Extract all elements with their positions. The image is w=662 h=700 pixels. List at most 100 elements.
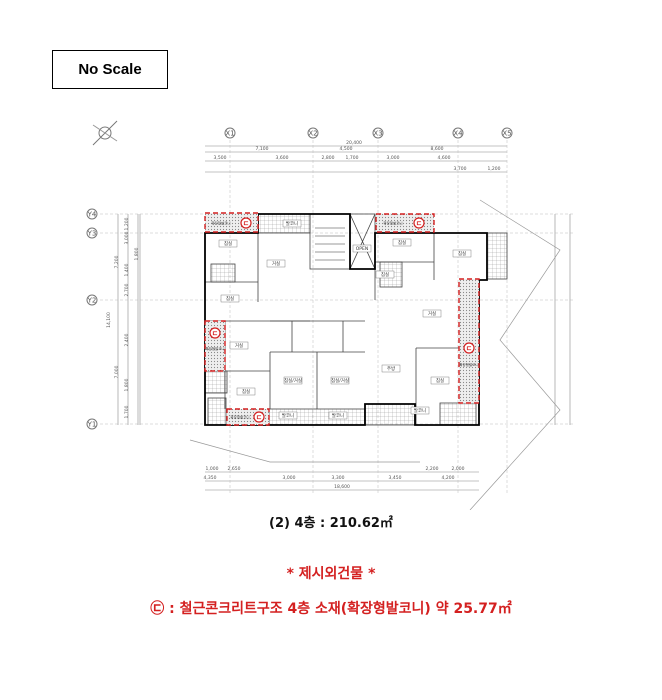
dimension-label: 7,000 <box>114 365 120 378</box>
annex-marker-label: ㄷ <box>416 220 422 228</box>
site-boundary-line <box>189 439 420 463</box>
dimension-label: 8,600 <box>431 146 444 152</box>
dimension-label: 1,000 <box>206 466 219 472</box>
grid-marker <box>307 127 319 139</box>
grid-label-y: Y4 <box>87 211 97 219</box>
dimension-label: 14,100 <box>106 312 112 328</box>
balcony-label: 확장형발코니 <box>230 415 249 420</box>
balcony-label: 확장형발코니 <box>205 346 224 351</box>
dimension-label: 3,600 <box>276 155 289 161</box>
room-label: 침실/거실 <box>331 377 349 384</box>
dimension-label: 1,200 <box>124 217 130 230</box>
room-label: 발코니 <box>414 407 426 414</box>
dimension-label: 3,500 <box>214 155 227 161</box>
grid-label-x: X2 <box>308 130 317 138</box>
dimension-label: 18,600 <box>334 484 350 490</box>
annex-building-note: ㉢ : 철근콘크리트구조 4층 소재(확장형발코니) 약 25.77㎡ <box>150 601 512 617</box>
grid-label-x: X1 <box>225 130 234 138</box>
room-label: 발코니 <box>332 412 344 419</box>
grid-label-y: Y3 <box>87 230 97 238</box>
annex-balcony-area: 확장형발코니 ㄷ <box>458 278 480 404</box>
grid-label-y: Y2 <box>87 297 97 305</box>
annex-balcony-area: 확장형발코니 ㄷ <box>204 212 259 233</box>
site-boundary-line <box>469 199 561 510</box>
grid-marker <box>86 208 98 220</box>
grid-label-x: X5 <box>502 130 511 138</box>
dimension-label: 1,800 <box>124 378 130 391</box>
stair-core <box>309 213 351 270</box>
annex-marker-icon <box>413 217 425 229</box>
dimension-label: 3,450 <box>389 475 402 481</box>
annex-marker-label: ㄷ <box>243 220 249 228</box>
room-label: 침실 <box>226 295 234 302</box>
room-label: 거실 <box>235 342 243 349</box>
balcony-area <box>486 232 508 280</box>
room-label: 주방 <box>387 365 395 372</box>
grid-label-y: Y1 <box>87 421 97 429</box>
balcony-area <box>364 403 416 426</box>
room-label: 거실 <box>428 310 436 317</box>
room-label: 발코니 <box>286 220 298 227</box>
dimension-label: 20,400 <box>346 140 362 146</box>
dimension-label: 1,700 <box>124 405 130 418</box>
room-label: 거실 <box>272 260 280 267</box>
dimension-label: 1,800 <box>134 247 140 260</box>
north-arrow-icon <box>92 120 118 146</box>
floor-area-caption: (2) 4층 : 210.62㎡ <box>269 516 393 531</box>
dimension-label: 2,700 <box>124 283 130 296</box>
dimension-label: 3,000 <box>283 475 296 481</box>
grid-marker <box>372 127 384 139</box>
annex-balcony-area: 확장형발코니 ㄷ <box>375 213 435 233</box>
room-label: OPEN <box>356 246 368 252</box>
room-label: 발코니 <box>282 412 294 419</box>
annex-marker-label: ㄷ <box>212 330 218 338</box>
annex-marker-icon <box>253 411 265 423</box>
grid-label-x: X4 <box>453 130 463 138</box>
dimension-label: 3,000 <box>124 231 130 244</box>
annex-marker-label: ㄷ <box>466 345 472 353</box>
dimension-label: 4,500 <box>340 146 353 152</box>
dimension-label: 1,200 <box>488 166 501 172</box>
dimension-label: 3,000 <box>387 155 400 161</box>
dimension-label: 2,000 <box>452 466 465 472</box>
room-label: 침실 <box>398 239 406 246</box>
balcony-label: 확장형발코니 <box>383 221 402 226</box>
annex-balcony-area: 확장형발코니 ㄷ <box>226 408 270 426</box>
dimension-label: 2,200 <box>426 466 439 472</box>
balcony-label: 확장형발코니 <box>459 362 478 367</box>
dimension-label: 7,100 <box>256 146 269 152</box>
dimension-label: 4,200 <box>442 475 455 481</box>
dimension-label: 7,200 <box>114 255 120 268</box>
dimension-label: 1,400 <box>124 263 130 276</box>
grid-marker <box>501 127 513 139</box>
annex-marker-icon <box>463 342 475 354</box>
balcony-area <box>204 370 228 394</box>
grid-marker <box>452 127 464 139</box>
grid-marker <box>224 127 236 139</box>
dimension-label: 2,650 <box>228 466 241 472</box>
dimension-label: 1,700 <box>346 155 359 161</box>
no-scale-label: No Scale <box>52 50 168 89</box>
grid-marker <box>86 227 98 239</box>
dimension-label: 2,400 <box>124 333 130 346</box>
dimension-label: 4,350 <box>204 475 217 481</box>
grid-label-x: X3 <box>373 130 382 138</box>
room-label: 침실 <box>242 388 250 395</box>
dimension-label: 2,800 <box>322 155 335 161</box>
room-label: 침실 <box>224 240 232 247</box>
dimension-label: 3,300 <box>332 475 345 481</box>
annex-balcony-area: 확장형발코니 ㄷ <box>204 320 226 372</box>
annex-building-heading: * 제시외건물 * <box>286 566 376 582</box>
annex-marker-icon <box>240 217 252 229</box>
dimension-label: 3,700 <box>454 166 467 172</box>
room-label: 침실 <box>381 271 389 278</box>
building-outline <box>204 213 488 426</box>
room-label: 침실 <box>436 377 444 384</box>
balcony-label: 확장형발코니 <box>211 221 230 226</box>
annex-marker-label: ㄷ <box>256 414 262 422</box>
grid-marker <box>86 294 98 306</box>
room-label: 침실 <box>458 250 466 257</box>
annex-marker-icon <box>209 327 221 339</box>
room-label: 침실/거실 <box>284 377 302 384</box>
